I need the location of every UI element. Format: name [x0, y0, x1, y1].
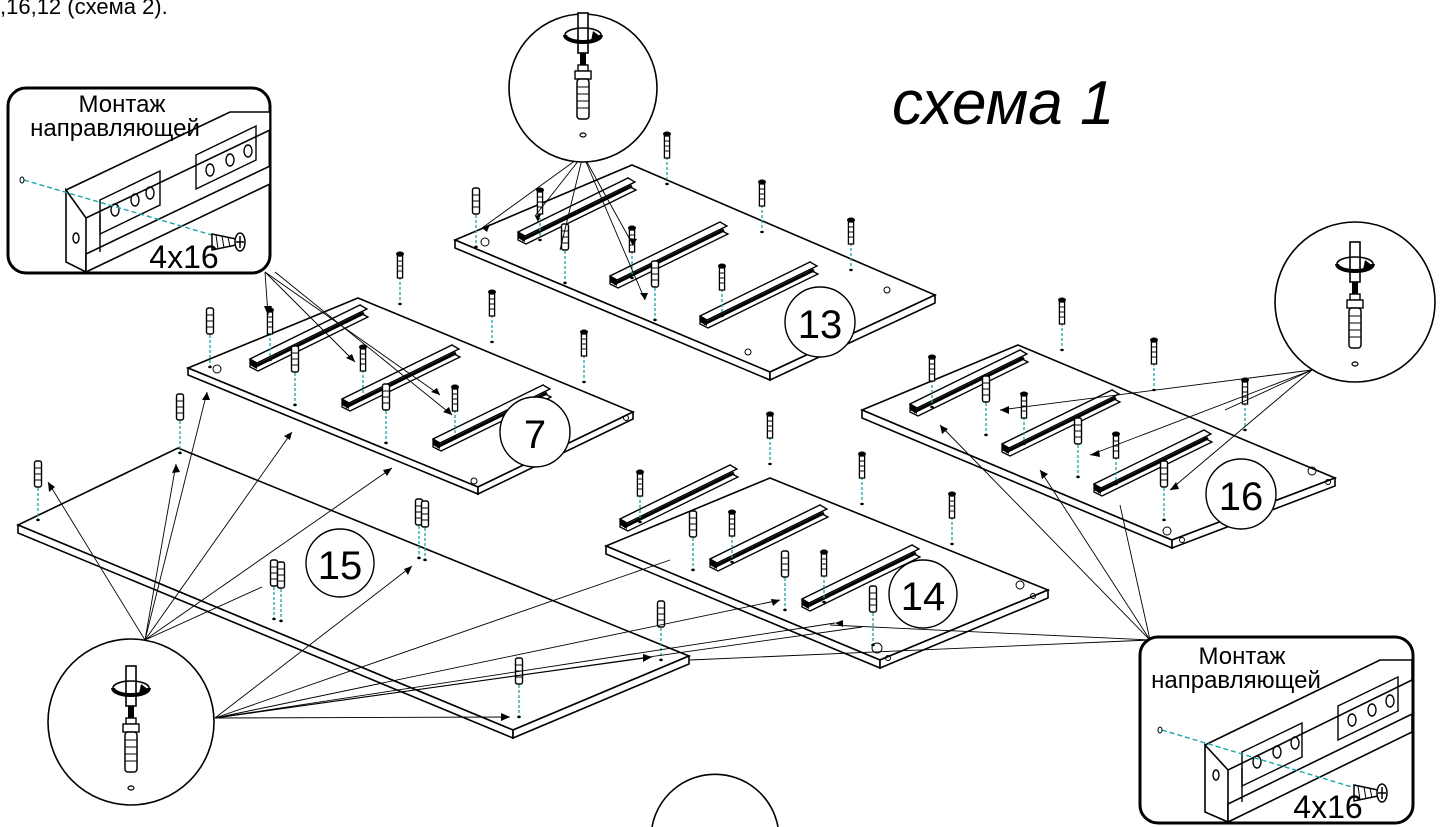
wood-screw-icon — [1353, 783, 1388, 803]
callout-title-line2: направляющей — [30, 115, 200, 142]
callout-rail-mount-top-left: Монтаж направляющей 4x16 — [6, 86, 272, 275]
callout-rail-mount-bottom-right: Монтаж направляющей 4x16 — [1138, 635, 1415, 825]
callout-screw-size: 4x16 — [1293, 789, 1362, 825]
panel-number-13: 13 — [798, 303, 843, 347]
callout-screw-size: 4x16 — [149, 239, 218, 275]
partial-detail-circle — [651, 773, 779, 827]
rail-slide-icon — [65, 111, 271, 274]
panel-number-15: 15 — [318, 544, 363, 588]
wood-screw-icon — [211, 232, 246, 252]
panel-number-16: 16 — [1219, 475, 1264, 519]
callout-title-line1: Монтаж — [1199, 643, 1286, 670]
scheme-title: схема 1 — [892, 69, 1115, 138]
callout-title-line1: Монтаж — [79, 91, 166, 118]
panel-label-15: 15 — [305, 528, 375, 598]
panel-label-14: 14 — [888, 559, 958, 629]
panel-label-7: 7 — [499, 396, 571, 468]
panel-number-7: 7 — [524, 413, 546, 457]
screwdriver-detail-right — [1274, 221, 1436, 383]
screwdriver-detail-top — [508, 11, 658, 163]
top-caption: ,16,12 (схема 2). — [0, 0, 168, 19]
panel-13 — [452, 130, 937, 382]
panel-label-13: 13 — [784, 286, 856, 358]
screwdriver-detail-bottom-left — [47, 638, 215, 806]
leader-lines — [47, 154, 1313, 719]
rail-slide-icon — [1204, 659, 1413, 824]
arrow-heads — [48, 214, 1179, 721]
callout-title-line2: направляющей — [1151, 667, 1321, 694]
panel-number-14: 14 — [901, 575, 946, 619]
panel-label-16: 16 — [1205, 458, 1277, 530]
